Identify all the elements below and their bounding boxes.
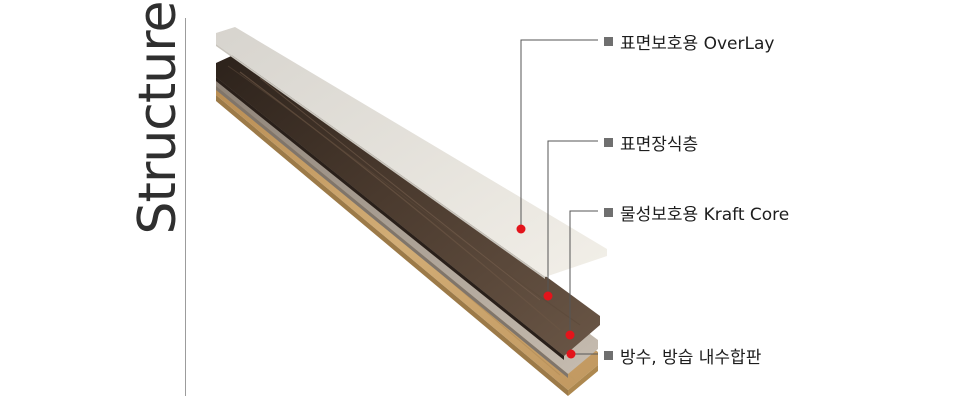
- leader-line-kraft: [569, 210, 598, 335]
- label-overlay: 표면보호용 OverLay: [604, 29, 774, 54]
- marker-overlay: [516, 224, 526, 234]
- bullet-square-icon: [604, 37, 613, 46]
- marker-core: [566, 349, 576, 359]
- vertical-divider: [185, 18, 186, 396]
- label-overlay-text: 표면보호용 OverLay: [620, 34, 775, 54]
- layer-decor: [216, 52, 600, 360]
- bullet-square-icon: [604, 351, 613, 360]
- leader-line-decor: [547, 140, 598, 296]
- label-plywood: 방수, 방습 내수합판: [604, 343, 761, 368]
- marker-kraft: [565, 330, 575, 340]
- bullet-square-icon: [604, 208, 613, 217]
- label-decor-text: 표면장식층: [620, 135, 699, 155]
- bullet-square-icon: [604, 138, 613, 147]
- label-decor: 표면장식층: [604, 130, 698, 155]
- layer-overlay: [216, 27, 607, 279]
- label-kraft-text: 물성보호용 Kraft Core: [620, 205, 790, 225]
- leader-line-overlay: [520, 39, 598, 229]
- marker-decor: [543, 291, 553, 301]
- label-kraft: 물성보호용 Kraft Core: [604, 200, 789, 225]
- label-plywood-text: 방수, 방습 내수합판: [620, 348, 762, 368]
